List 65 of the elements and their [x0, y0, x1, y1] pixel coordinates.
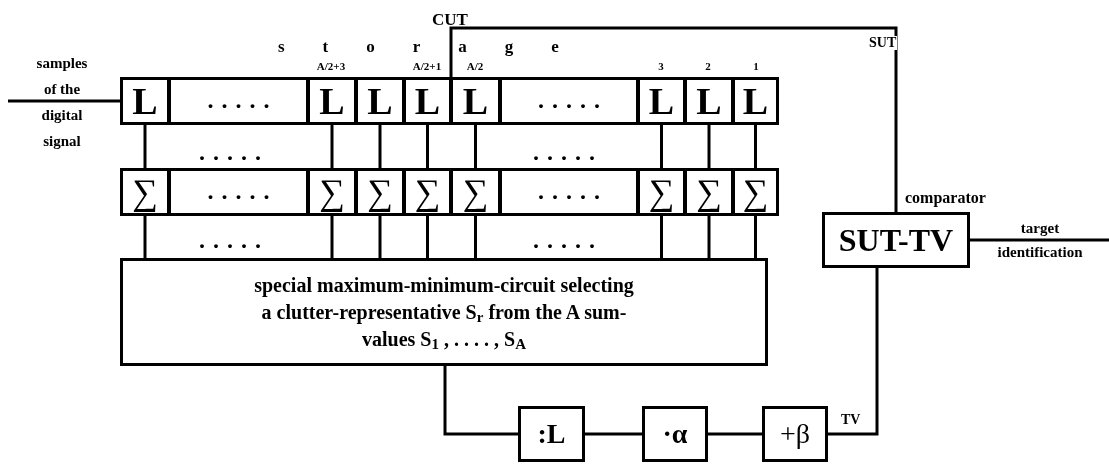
connector-line	[378, 125, 382, 168]
output-label: target	[1020, 219, 1060, 238]
storage-cell: L	[732, 77, 779, 125]
connector-line	[708, 432, 762, 436]
connector-line	[143, 125, 147, 168]
edge-label: SUT	[868, 36, 898, 50]
summation-cell: ∑	[120, 168, 170, 216]
output-label: identification	[997, 243, 1083, 262]
storage-cell: L	[684, 77, 734, 125]
connector-line	[426, 125, 429, 168]
connector-line	[707, 125, 711, 168]
operation-box: ·α	[642, 406, 708, 462]
connector-line	[474, 216, 477, 258]
ellipsis-label: .....	[533, 138, 603, 167]
index-label: A/2	[466, 59, 484, 74]
connector-line	[330, 125, 334, 168]
connector-line	[143, 216, 147, 258]
summation-cell: ∑	[732, 168, 779, 216]
summation-cell: ∑	[307, 168, 357, 216]
connector-line	[330, 216, 334, 258]
connector-line	[754, 216, 757, 258]
storage-cell: L	[403, 77, 452, 125]
operation-box: +β	[762, 406, 828, 462]
connector-line	[443, 366, 518, 436]
ellipsis-label: .....	[199, 226, 269, 255]
connector-line	[660, 125, 663, 168]
connector-line	[585, 432, 642, 436]
connector-line	[828, 268, 879, 436]
connector-line	[707, 216, 711, 258]
ellipsis-label: .....	[199, 138, 269, 167]
connector-line	[378, 216, 382, 258]
summation-cell: ∑	[637, 168, 686, 216]
block-label: comparator	[905, 188, 986, 209]
index-label: 3	[658, 59, 664, 74]
signal-label: CUT	[432, 9, 468, 31]
storage-cell: L	[355, 77, 405, 125]
index-label: A/2+3	[316, 59, 346, 74]
edge-label: TV	[840, 413, 862, 427]
ellipsis-cell: .....	[499, 168, 639, 216]
ellipsis-cell: .....	[168, 168, 309, 216]
ellipsis-label: .....	[533, 226, 603, 255]
operation-box: :L	[518, 406, 585, 462]
connector-line	[970, 238, 1109, 242]
connector-line	[754, 125, 757, 168]
index-label: 1	[753, 59, 759, 74]
summation-cell: ∑	[684, 168, 734, 216]
connector-line	[449, 26, 898, 212]
connector-line	[426, 216, 429, 258]
storage-cell: L	[307, 77, 357, 125]
input-label: samples of the digital signal	[35, 54, 89, 151]
storage-cell: L	[637, 77, 686, 125]
connector-line	[660, 216, 663, 258]
index-label: 2	[705, 59, 711, 74]
storage-cell: L	[450, 77, 501, 125]
connector-line	[8, 99, 120, 103]
index-label: A/2+1	[412, 59, 442, 74]
storage-cell: L	[120, 77, 170, 125]
circuit-box: special maximum-minimum-circuit selecting a clutter-representative S$_{r}$ from the A sum-values S$_{1}$ , . . . . , S$_{A}$	[120, 258, 768, 366]
ellipsis-cell: .....	[499, 77, 639, 125]
ellipsis-cell: .....	[168, 77, 309, 125]
connector-line	[474, 125, 477, 168]
summation-cell: ∑	[450, 168, 501, 216]
comparator-box: SUT-TV	[822, 212, 970, 268]
summation-cell: ∑	[355, 168, 405, 216]
summation-cell: ∑	[403, 168, 452, 216]
